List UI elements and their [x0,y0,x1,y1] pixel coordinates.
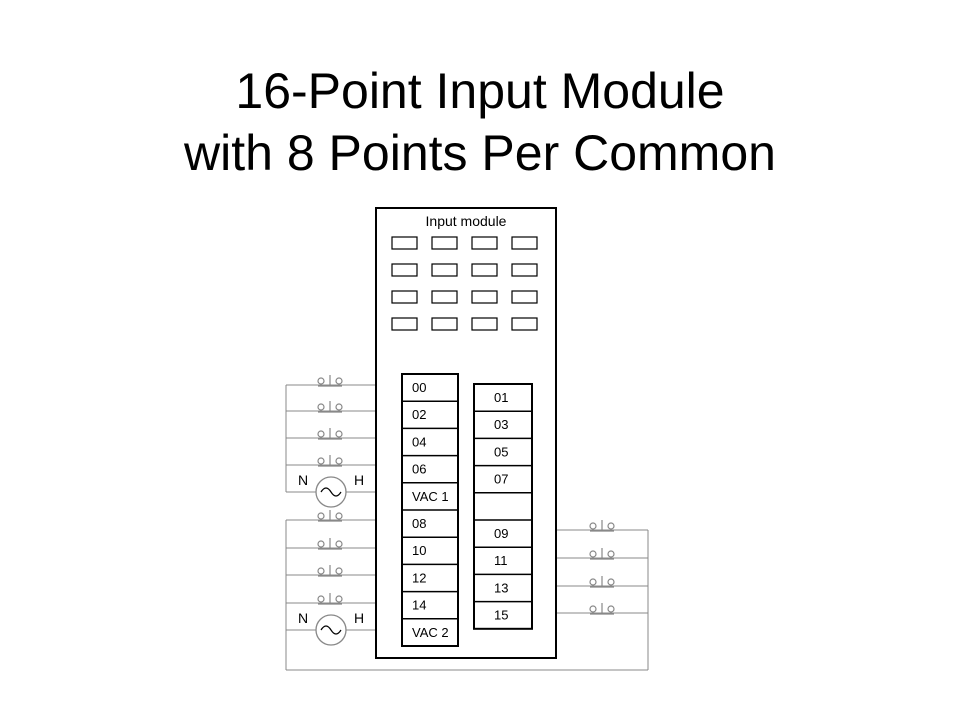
terminal-label: 07 [494,472,508,487]
terminal-label: 02 [412,407,426,422]
terminal-label: 13 [494,580,508,595]
right-terminal-strip: 01 03 05 07 09 11 13 15 [473,383,533,630]
switch-contact [317,377,325,385]
indicator-light [431,290,458,304]
indicator-light [391,290,418,304]
switch-contact [335,567,343,575]
sine-wave-icon [320,625,342,635]
terminal-label: 08 [412,516,426,531]
indicator-light [431,236,458,250]
switch-contact [335,512,343,520]
hot-label: H [354,472,364,488]
indicator-light [391,236,418,250]
switch-contact [317,403,325,411]
terminal-label: 10 [412,543,426,558]
switch-contact [317,595,325,603]
terminal-label: 12 [412,570,426,585]
switch-contact [335,540,343,548]
switch-contact [607,578,615,586]
switch-contact [335,430,343,438]
indicator-light [511,290,538,304]
sine-wave-icon [320,487,342,497]
switch-contact [607,522,615,530]
switch-contact [317,430,325,438]
switch-contact [335,403,343,411]
switch-contact [317,512,325,520]
slide-title: 16-Point Input Module with 8 Points Per … [0,60,960,184]
switch-contact [589,550,597,558]
indicator-light [511,263,538,277]
switch-contact [317,567,325,575]
indicator-light [471,290,498,304]
switch-contact [589,605,597,613]
terminal-label: VAC 2 [412,625,449,640]
title-line-1: 16-Point Input Module [235,63,725,119]
terminal-label: 15 [494,608,508,623]
status-indicators [391,236,538,331]
switch-contact [317,457,325,465]
indicator-light [511,317,538,331]
terminal-label: 14 [412,598,426,613]
indicator-light [391,317,418,331]
indicator-light [391,263,418,277]
indicator-light [471,236,498,250]
terminal-label: 01 [494,390,508,405]
indicator-light [431,317,458,331]
hot-label: H [354,610,364,626]
terminal-label: 03 [494,417,508,432]
switch-contact [335,377,343,385]
switch-contact [589,578,597,586]
neutral-label: N [298,472,308,488]
terminal-label: 06 [412,462,426,477]
indicator-light [431,263,458,277]
switch-contact [607,550,615,558]
switch-contact [317,540,325,548]
switch-contact [335,595,343,603]
terminal-label: 11 [494,553,508,568]
indicator-light [471,263,498,277]
ac-power-sources: N H N H [298,472,364,646]
right-strip-frame [473,383,533,630]
title-line-2: with 8 Points Per Common [184,125,776,181]
module-label: Input module [426,213,507,229]
switch-contact [607,605,615,613]
terminal-label: 09 [494,526,508,541]
terminal-label: 04 [412,434,426,449]
switch-contact [335,457,343,465]
terminal-label: 05 [494,444,508,459]
terminal-label: 00 [412,380,426,395]
indicator-light [511,236,538,250]
indicator-light [471,317,498,331]
neutral-label: N [298,610,308,626]
terminal-label: VAC 1 [412,489,449,504]
switch-contact [589,522,597,530]
